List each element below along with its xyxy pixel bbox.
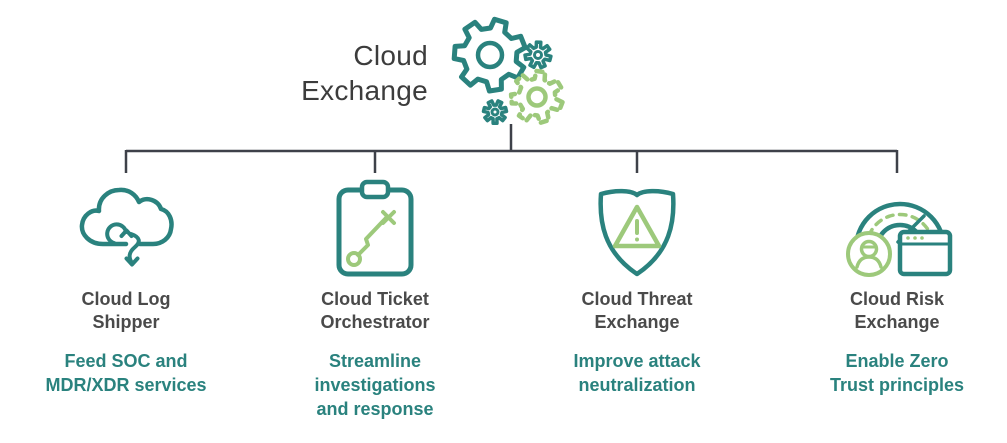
column-benefit: Streamline investigations and response: [314, 351, 436, 419]
column-title: Cloud Ticket Orchestrator: [320, 289, 430, 332]
column-benefit: Feed SOC and MDR/XDR services: [45, 351, 207, 395]
column-benefit: Improve attack neutralization: [573, 351, 701, 395]
ticket-orchestrator-clipboard-icon: [336, 179, 414, 277]
column-title: Cloud Log Shipper: [81, 289, 171, 332]
column-benefit: Enable Zero Trust principles: [829, 351, 965, 395]
threat-shield-alert-icon: [598, 188, 676, 277]
column-cloud-threat-exchange: Cloud Threat Exchange Improve attack neu…: [517, 178, 757, 397]
column-title: Cloud Risk Exchange: [849, 289, 944, 332]
gears-icon: [451, 16, 565, 125]
cloud-log-shipper-icon: [79, 187, 174, 267]
risk-gauge-icon: [846, 201, 953, 277]
column-cloud-ticket-orchestrator: Cloud Ticket Orchestrator Streamline inv…: [255, 178, 495, 421]
column-title: Cloud Threat Exchange: [581, 289, 693, 332]
diagram-title: Cloud Exchange: [301, 40, 428, 106]
column-cloud-log-shipper: Cloud Log Shipper Feed SOC and MDR/XDR s…: [6, 178, 246, 397]
column-cloud-risk-exchange: Cloud Risk Exchange Enable Zero Trust pr…: [777, 178, 1007, 397]
